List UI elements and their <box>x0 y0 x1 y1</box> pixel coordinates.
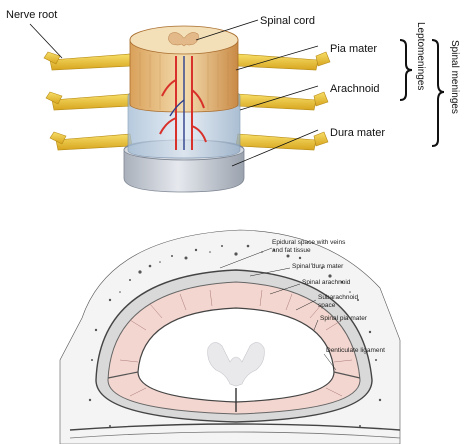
label-pia-mater: Pia mater <box>330 43 377 55</box>
spinal-meninges-brace <box>432 40 444 146</box>
nerve-roots-left <box>44 52 132 150</box>
label-leptomeninges: Leptomeninges <box>415 22 426 90</box>
label-spinal-dura-mater: Spinal dura mater <box>292 263 344 270</box>
label-spinal-arachnoid: Spinal arachnoid <box>302 279 351 286</box>
label-nerve-root: Nerve root <box>6 9 57 21</box>
label-subarachnoid-line1: Subarachnoid <box>318 294 358 301</box>
label-dura-mater: Dura mater <box>330 127 385 139</box>
label-spinal-pia-mater: Spinal pia mater <box>320 315 368 322</box>
nerve-roots-right <box>236 52 330 150</box>
label-spinal-cord: Spinal cord <box>260 15 315 27</box>
label-epidural-line1: Epidural space with veins <box>272 239 346 246</box>
spinal-cross-section <box>60 230 400 444</box>
label-spinal-meninges: Spinal meninges <box>449 40 460 114</box>
label-denticulate-ligament: Denticulate ligament <box>326 347 385 354</box>
spinal-cord-illustration <box>44 26 330 192</box>
label-epidural-line2: and fat tissue <box>272 247 311 254</box>
leptomeninges-brace <box>400 40 412 100</box>
label-subarachnoid-line2: space <box>318 302 336 309</box>
label-arachnoid: Arachnoid <box>330 83 380 95</box>
